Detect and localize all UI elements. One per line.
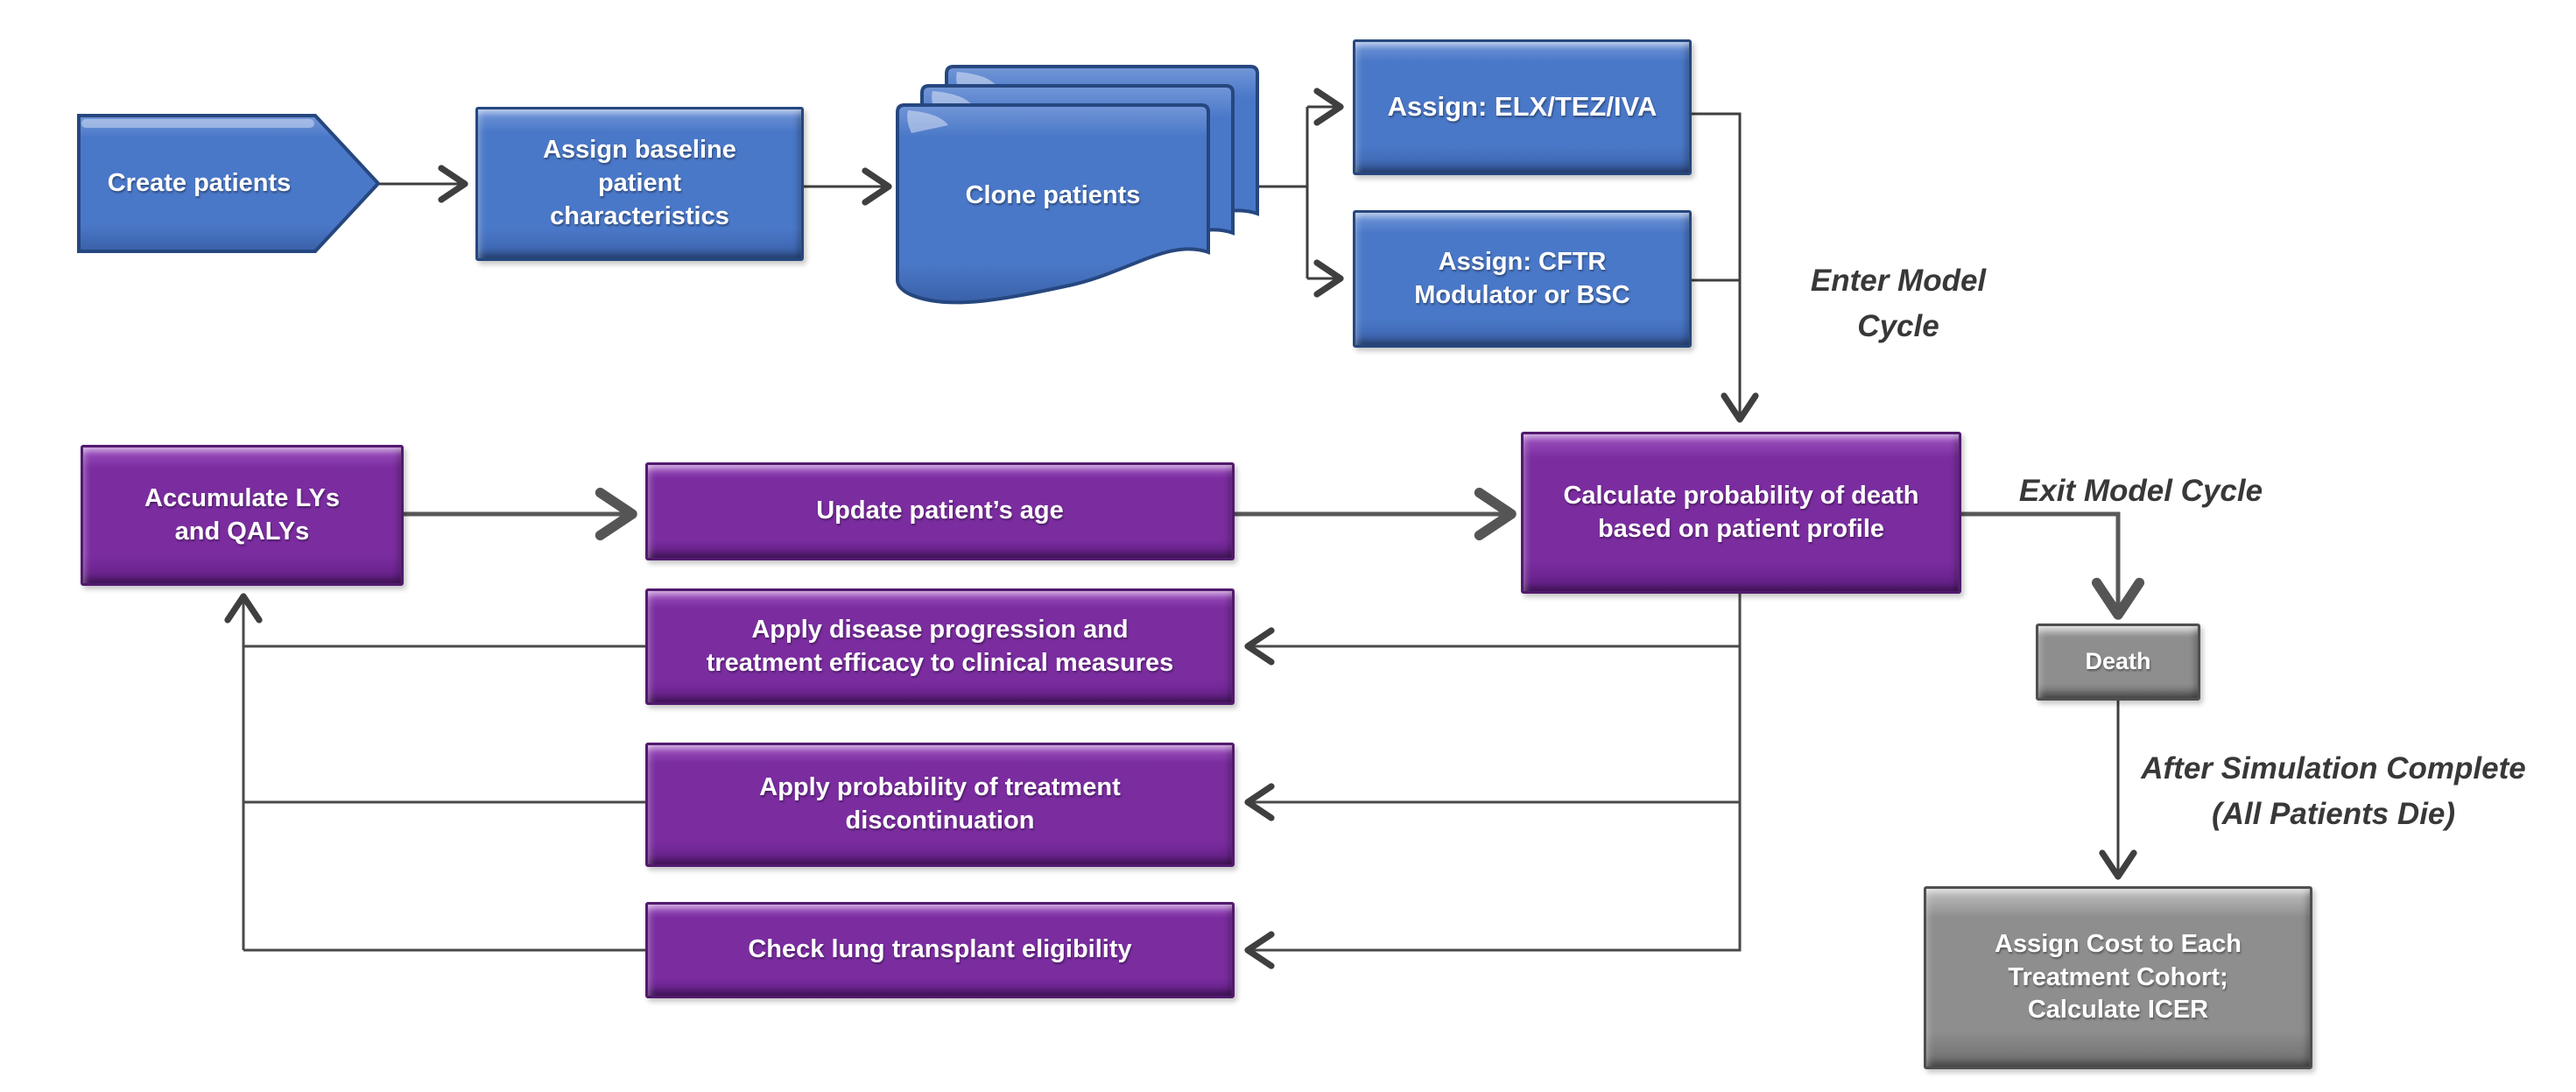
node-calc-death: Calculate probability of death based on … (1521, 432, 1961, 594)
node-assign-elx: Assign: ELX/TEZ/IVA (1353, 39, 1692, 175)
node-assign-baseline: Assign baseline patient characteristics (475, 107, 804, 261)
node-clone-patients: Clone patients (906, 147, 1200, 245)
node-death: Death (2036, 623, 2200, 701)
clone-patients-label: Clone patients (965, 181, 1141, 210)
apply-discontinuation-label: Apply probability of treatment discontin… (759, 773, 1121, 835)
apply-disease-label: Apply disease progression and treatment … (706, 615, 1174, 677)
node-assign-cost: Assign Cost to Each Treatment Cohort; Ca… (1924, 886, 2312, 1069)
node-assign-cftr: Assign: CFTR Modulator or BSC (1353, 210, 1692, 348)
assign-cftr-label: Assign: CFTR Modulator or BSC (1414, 247, 1630, 309)
node-check-lung: Check lung transplant eligibility (645, 902, 1235, 998)
arrow-exit-to-death (1961, 511, 2145, 620)
create-patients-shape (77, 114, 381, 253)
clone-patients-shape (896, 65, 1259, 305)
assign-elx-label: Assign: ELX/TEZ/IVA (1387, 91, 1658, 123)
arrow-feedback-lung (1244, 594, 1742, 969)
create-patients-label: Create patients (107, 168, 292, 197)
annotation-after-simulation: After Simulation Complete (All Patients … (2141, 750, 2526, 832)
node-apply-discontinuation: Apply probability of treatment discontin… (645, 743, 1235, 867)
arrow-enter-model-cycle (1692, 112, 1759, 423)
node-accumulate: Accumulate LYs and QALYs (81, 445, 404, 586)
annotation-enter-model-cycle: Enter Model Cycle (1810, 263, 1987, 344)
assign-cost-label: Assign Cost to Each Treatment Cohort; Ca… (1995, 929, 2242, 1025)
connector-left-feedback (243, 645, 645, 952)
node-create-patients: Create patients (83, 116, 315, 251)
accumulate-label: Accumulate LYs and QALYs (144, 483, 340, 546)
assign-baseline-label: Assign baseline patient characteristics (543, 136, 736, 230)
death-label: Death (2085, 648, 2151, 675)
connector-clone-branch (1257, 107, 1309, 278)
update-age-label: Update patient’s age (816, 497, 1064, 525)
check-lung-label: Check lung transplant eligibility (748, 935, 1132, 964)
node-apply-disease: Apply disease progression and treatment … (645, 588, 1235, 705)
node-update-age: Update patient’s age (645, 462, 1235, 560)
calc-death-label: Calculate probability of death based on … (1563, 481, 1919, 543)
annotation-exit-model-cycle: Exit Model Cycle (2018, 473, 2263, 508)
